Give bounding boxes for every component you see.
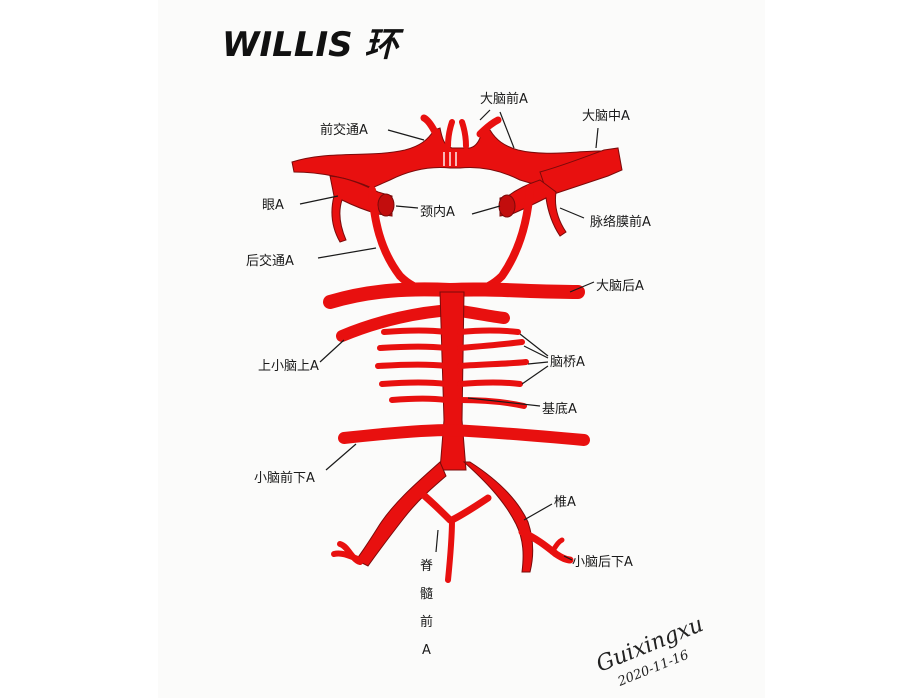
label-pontine: 脑桥A [550,355,585,370]
leader-aca-right [499,111,515,149]
mca-right [539,147,623,197]
artery-network [291,114,623,583]
leader-basilar [467,397,541,407]
label-anterior-spinal-1: 脊 [420,559,433,574]
pontine-3r [457,359,529,369]
leader-anterior-spinal [435,529,439,553]
leader-pontine-4 [521,365,549,385]
pontine-1 [381,327,449,335]
leader-vertebral [523,503,553,521]
label-anterior-spinal-2: 髓 [420,587,433,602]
diagram-title: WILLIS 环 [222,25,404,65]
aca-right-inner [459,119,469,149]
acom-stripes [443,152,457,166]
pica-right [518,528,574,564]
aca-left-inner [445,119,455,149]
vertebral-right [462,461,534,573]
pca [323,282,585,309]
leader-ica-left [395,205,419,209]
label-basilar: 基底A [542,401,577,417]
leader-aica [325,443,357,471]
pontine-5 [389,395,449,403]
leader-pca [569,281,595,293]
label-acom: 前交通A [320,122,368,138]
label-ica: 颈内A [420,204,455,220]
vertebral-junction-right [448,494,492,524]
leader-aca-left [479,109,491,121]
leader-pontine-2 [523,345,549,359]
ica-right [499,179,567,237]
label-sca: 上小脑上A [258,359,319,374]
leader-pcom [317,247,377,259]
leader-sca [319,339,345,363]
leader-acom [387,129,425,141]
label-ophthalmic: 眼A [262,198,284,213]
pontine-4r [457,379,523,387]
vertebral-left [355,461,447,567]
pontine-1r [457,327,521,335]
pontine-3 [375,361,449,369]
leader-pontine-1 [519,333,549,357]
vertebral-junction-left [416,488,454,524]
signature: Guixingxu 2020-11-16 [593,612,707,690]
leader-ophthalmic [299,195,339,205]
leader-achoroidal [559,207,585,219]
label-vertebral: 椎A [554,495,576,510]
ica-right-cut [498,194,516,218]
aca-left-branch [420,114,440,138]
label-anterior-spinal-3: 前 [420,614,433,630]
label-achoroidal: 脉络膜前A [590,214,651,230]
label-aca: 大脑前A [480,91,528,107]
pica-right-branch [549,537,565,555]
leader-ica-right [471,205,501,215]
label-pica: 小脑后下A [572,555,633,570]
pontine-2r [457,339,525,351]
pontine-4 [379,379,449,387]
pontine-2 [377,343,449,351]
aca-right-branch [476,116,502,138]
ica-left-cut [377,193,395,217]
label-anterior-spinal-4: A [422,643,431,658]
aica [338,424,590,446]
leader-lines [299,109,599,561]
anterior-spinal-artery [445,517,455,583]
leader-pica [563,555,573,561]
label-mca: 大脑中A [582,109,630,124]
label-pcom: 后交通A [246,253,294,269]
vertebral-left-branch-2 [337,541,363,565]
label-pca: 大脑后A [596,279,644,294]
leader-mca [595,127,599,149]
leader-pontine-3 [527,361,549,365]
labels: 大脑前A 前交通A 大脑中A 眼A 颈内A 脉络膜前A 后交通A 大脑后A 上小… [246,91,651,658]
pontine-5r [457,397,527,409]
label-aica: 小脑前下A [254,470,315,486]
